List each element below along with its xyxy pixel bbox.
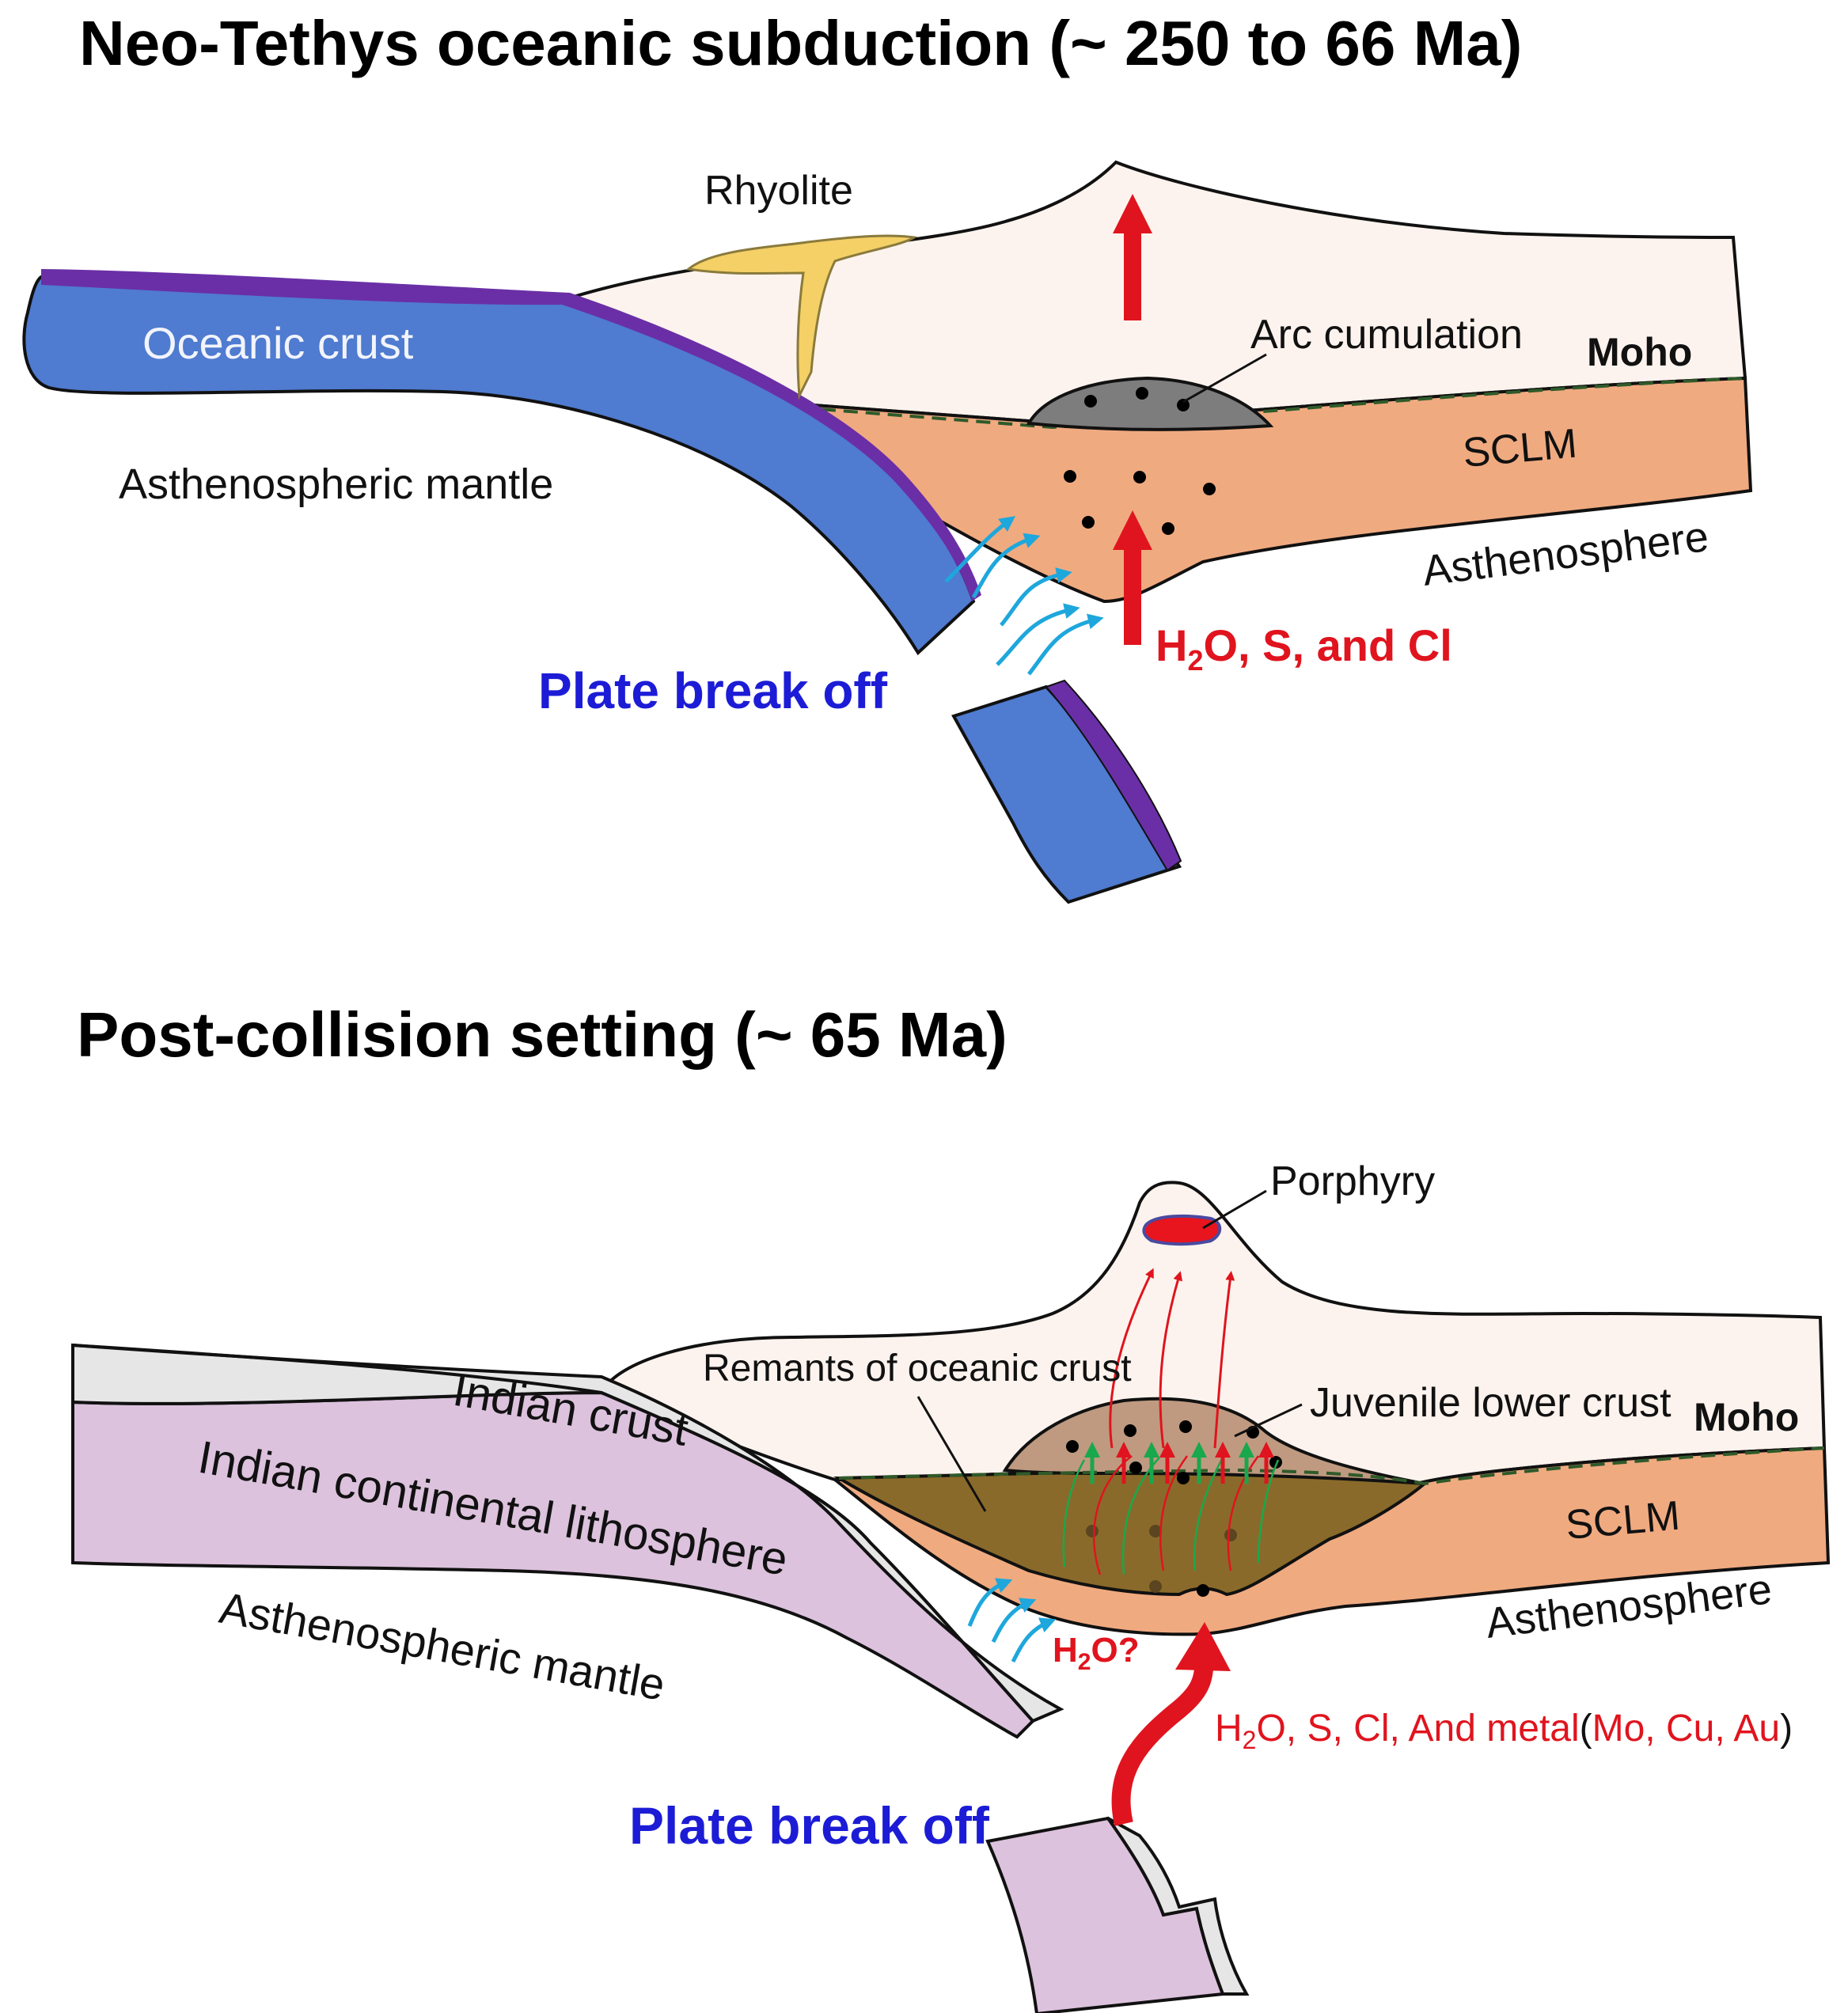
label-rhyolite: Rhyolite bbox=[704, 168, 853, 214]
upward-arrow-fluid bbox=[1113, 510, 1152, 645]
label-moho: Moho bbox=[1587, 330, 1692, 374]
indian-crust-top-line bbox=[72, 1344, 602, 1394]
melt-dots-faint bbox=[1086, 1525, 1237, 1593]
rhyolite-body bbox=[685, 234, 918, 400]
arc-cumulation-leader bbox=[1182, 353, 1267, 404]
detached-indian-crust bbox=[1106, 1817, 1250, 1996]
arc-cumulate-body bbox=[1026, 376, 1274, 431]
panel-top-title: Neo-Tethys oceanic subduction (~ 250 to … bbox=[79, 8, 1522, 78]
label-fluids-metals: H2O, S, Cl, And metal(Mo, Cu, Au) bbox=[1215, 1708, 1793, 1754]
cumulate-dot bbox=[1177, 399, 1190, 411]
label-plate-break-off-bottom: Plate break off bbox=[629, 1796, 990, 1855]
label-sclm-bottom: SCLM bbox=[1564, 1493, 1682, 1549]
melt-dot bbox=[1162, 522, 1174, 535]
remnants-leader bbox=[916, 1396, 987, 1512]
label-asthenospheric-mantle-bottom: Asthenospheric mantle bbox=[216, 1583, 669, 1710]
oceanic-slab-detached-top bbox=[1045, 679, 1182, 872]
label-h2o-question: H2O? bbox=[1053, 1631, 1140, 1675]
melt-dot bbox=[1064, 470, 1076, 483]
label-juvenile: Juvenile lower crust bbox=[1310, 1380, 1672, 1426]
ascent-arrows-porphyry bbox=[1109, 1268, 1235, 1449]
cumulate-dot bbox=[1136, 387, 1148, 400]
melt-dot bbox=[1203, 483, 1216, 495]
label-remnants: Remants of oceanic crust bbox=[703, 1348, 1132, 1389]
melt-dot bbox=[1082, 516, 1095, 529]
fluid-arrows-blue bbox=[944, 516, 1104, 676]
melt-dot bbox=[1133, 471, 1146, 483]
label-sclm: SCLM bbox=[1461, 421, 1579, 476]
label-asthenospheric-mantle: Asthenospheric mantle bbox=[119, 461, 553, 508]
indian-crust bbox=[71, 1343, 1064, 1723]
porphyry-leader bbox=[1202, 1189, 1267, 1230]
cumulate-dot bbox=[1084, 395, 1097, 408]
juvenile-leader bbox=[1234, 1403, 1303, 1438]
big-fluid-arrow bbox=[1111, 1622, 1231, 1826]
panel-bottom-title: Post-collision setting (~ 65 Ma) bbox=[77, 999, 1007, 1070]
upward-arrow-crust bbox=[1113, 194, 1152, 320]
label-arc-cumulation: Arc cumulation bbox=[1250, 312, 1523, 358]
moho-line-bottom bbox=[838, 1446, 1825, 1486]
label-fluids: H2O, S, and Cl bbox=[1155, 620, 1452, 677]
panel-bottom: Post-collision setting (~ 65 Ma) bbox=[71, 999, 1831, 2013]
melt-dots-bottom bbox=[1066, 1420, 1282, 1597]
label-oceanic-crust: Oceanic crust bbox=[142, 318, 414, 368]
fluid-arrows-blue-bottom bbox=[967, 1578, 1057, 1663]
label-porphyry: Porphyry bbox=[1270, 1158, 1435, 1204]
moho-line-top bbox=[799, 377, 1746, 430]
label-plate-break-off: Plate break off bbox=[538, 662, 888, 719]
panel-top: Neo-Tethys oceanic subduction (~ 250 to … bbox=[22, 8, 1753, 904]
porphyry-body bbox=[1142, 1214, 1222, 1246]
label-moho-bottom: Moho bbox=[1694, 1395, 1799, 1439]
detached-indian-slab bbox=[985, 1816, 1225, 2013]
fluid-lines-bottom bbox=[1062, 1455, 1280, 1575]
small-arrows-bottom bbox=[1084, 1442, 1274, 1484]
